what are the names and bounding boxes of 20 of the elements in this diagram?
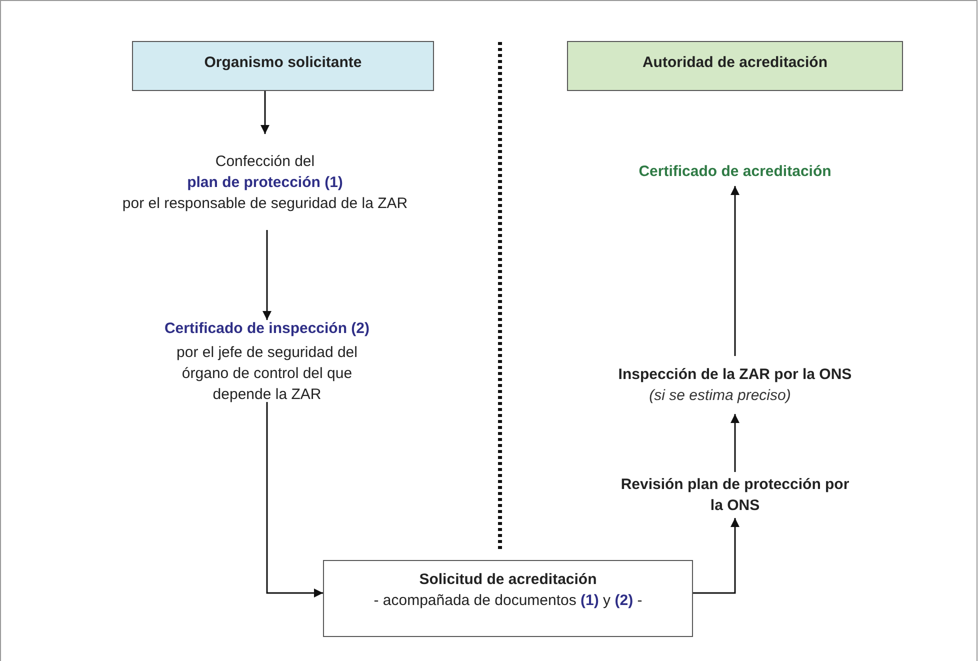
result-text: Certificado de acreditación (638, 162, 832, 182)
process-title: Inspección de la ZAR por la ONS (618, 365, 852, 385)
arrow (693, 518, 740, 594)
process-title: Certificado de inspección (2) (164, 318, 370, 338)
process-text: Confección del plan de protección (1) por el responsable de seguridad de la ZAR (122, 152, 408, 214)
arrow (730, 186, 740, 356)
header-title: Organismo solicitante (204, 53, 362, 73)
process-note: (si se estima preciso) (649, 386, 791, 406)
arrow (266, 402, 323, 598)
arrow (730, 414, 740, 472)
process-title: Solicitud de acreditación (419, 570, 597, 590)
arrow (262, 230, 272, 320)
process-text: Revisión plan de protección por la ONS (620, 475, 850, 516)
header-title: Autoridad de acreditación (642, 53, 828, 73)
header-box (132, 41, 434, 91)
process-description: - acompañada de documentos (1) y (2) - (374, 591, 642, 611)
header-box (567, 41, 903, 91)
process-description: por el jefe de seguridad del órgano de control del que depende la ZAR (176, 342, 358, 404)
process-box (323, 560, 693, 637)
arrow (260, 91, 270, 134)
